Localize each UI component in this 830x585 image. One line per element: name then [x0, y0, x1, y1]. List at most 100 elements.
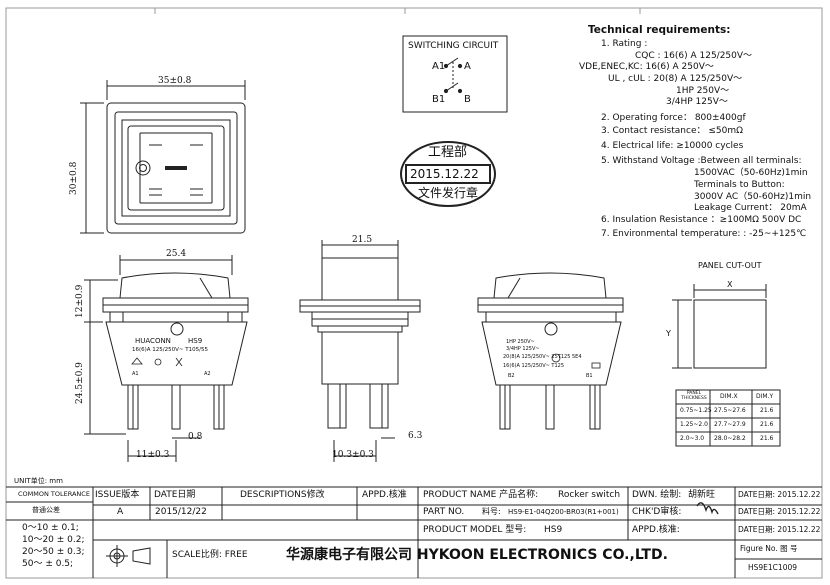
- dim-front-pin: 11±0.3: [136, 450, 170, 460]
- issue-header: ISSUE版本: [95, 490, 140, 500]
- panel-y: Y: [666, 329, 671, 338]
- dim-side-t: 6.3: [408, 431, 423, 441]
- panel-cell: 28.0~28.2: [714, 435, 746, 442]
- stamp-line3: 文件发行章: [418, 186, 479, 200]
- tech-line: 4. Electrical life: ≥10000 cycles: [601, 141, 744, 151]
- side-view: [299, 240, 421, 462]
- part-no-value: HS9-E1-04Q200-BR03(R1+001): [508, 508, 619, 516]
- front-view: [84, 255, 249, 462]
- company-name: 华源康电子有限公司 HYKOON ELECTRONICS CO.,LTD.: [286, 547, 668, 563]
- tech-line: 2. Operating force： 800±400gf: [601, 113, 746, 123]
- dim-front-h2: 24.5±0.9: [75, 362, 85, 404]
- chkd-label: CHK'D审核:: [632, 507, 682, 517]
- sheet-frame: [5, 7, 823, 579]
- dwn-label: DWN. 绘制:: [632, 490, 682, 500]
- appd-header: APPD.核准: [362, 490, 407, 500]
- part-no-cn: 料号:: [482, 507, 501, 516]
- front-brand: HUACONN: [135, 337, 171, 345]
- switching-title: SWITCHING CIRCUIT: [408, 41, 499, 51]
- tol-row: 50～ ± 0.5;: [22, 559, 74, 569]
- back-b2: B2: [508, 373, 515, 379]
- tech-line: 3. Contact resistance： ≤50mΩ: [601, 126, 743, 136]
- signature: [696, 502, 719, 515]
- dwn-value: 胡新旺: [688, 490, 716, 500]
- dim-side-pin: 10.3±0.3: [332, 450, 374, 460]
- stamp-ellipse: [400, 141, 496, 207]
- product-model-value: HS9: [544, 525, 563, 535]
- panel-cell: 21.6: [760, 407, 774, 414]
- dim-top-height: 30±0.8: [69, 161, 79, 195]
- scale-label: SCALE比例: FREE: [172, 550, 248, 560]
- appd2-label: APPD.核准:: [632, 525, 680, 535]
- switching-circuit-box: [402, 35, 508, 113]
- back-b1: B1: [586, 373, 593, 379]
- tech-title: Technical requirements:: [588, 24, 731, 36]
- tech-line: 3/4HP 125V～: [666, 97, 728, 107]
- panel-cell: 21.6: [760, 435, 774, 442]
- unit-label: UNIT单位: mm: [14, 477, 63, 485]
- tech-line: CQC : 16(6) A 125/250V～: [635, 51, 753, 61]
- terminal-b: B: [464, 94, 471, 105]
- tech-line: 6. Insulation Resistance ：≥100MΩ 500V DC: [601, 215, 802, 225]
- stamp-line2: 2015.12.22: [410, 167, 479, 181]
- panel-cutout: [672, 284, 781, 447]
- date-value: 2015/12/22: [155, 507, 207, 517]
- tol-row: 0～10 ± 0.1;: [22, 523, 79, 533]
- figure-no-label: Figure No. 图 号: [740, 544, 798, 553]
- tech-line: VDE,ENEC,KC: 16(6) A 250V～: [579, 62, 714, 72]
- date1: DATE日期: 2015.12.22: [738, 490, 821, 499]
- dim-top-width: 35±0.8: [158, 76, 192, 86]
- back-l2: 3/4HP 125V~: [506, 346, 540, 352]
- dim-side-width: 21.5: [352, 235, 373, 245]
- panel-header: DIM.X: [720, 393, 738, 400]
- panel-header: PANEL THICKNESS: [681, 391, 707, 401]
- tech-line: 5. Withstand Voltage :Between all termin…: [601, 156, 802, 166]
- terminal-b1: B1: [432, 94, 446, 105]
- tech-line: 3000V AC（50-60Hz)1min: [694, 192, 812, 202]
- terminal-a: A: [464, 61, 471, 72]
- panel-cell: 21.6: [760, 421, 774, 428]
- terminal-a1: A1: [432, 61, 446, 72]
- panel-cell: 27.7~27.9: [714, 421, 746, 428]
- product-model-label: PRODUCT MODEL 型号:: [423, 525, 527, 535]
- common-tolerance: COMMON TOLERANCE: [18, 490, 90, 498]
- title-block-grid: [6, 486, 822, 578]
- panel-title: PANEL CUT-OUT: [698, 261, 762, 270]
- panel-cell: 1.25~2.0: [680, 421, 708, 428]
- front-rating: 16(6)A 125/250V~ T105/55: [132, 347, 208, 353]
- back-l3: 20(8)A 125/250V~ 25T125 5E4: [503, 354, 582, 360]
- panel-header: DIM.Y: [756, 393, 774, 400]
- product-name-label: PRODUCT NAME 产品名称:: [423, 490, 539, 500]
- front-a1: A1: [132, 371, 139, 377]
- tol-row: 20～50 ± 0.3;: [22, 547, 85, 557]
- back-view: [477, 272, 624, 430]
- date-header: DATE日期: [154, 490, 196, 500]
- panel-cell: 2.0~3.0: [680, 435, 705, 442]
- panel-cell: 0.75~1.25: [680, 407, 712, 414]
- dim-front-width: 25.4: [166, 249, 187, 259]
- stamp-line1: 工程部: [428, 145, 468, 160]
- tech-line: 1. Rating :: [601, 39, 648, 49]
- dim-front-gap: 0.8: [188, 432, 203, 442]
- part-no-label: PART NO.: [423, 507, 465, 517]
- date3: DATE日期: 2015.12.22: [738, 525, 821, 534]
- date2: DATE日期: 2015.12.22: [738, 507, 821, 516]
- front-model: HS9: [188, 337, 203, 345]
- tech-line: UL , cUL : 20(8) A 125/250V～: [608, 74, 743, 84]
- dim-front-h1: 12±0.9: [75, 284, 85, 318]
- tech-line: 1500VAC（50-60Hz)1min: [694, 168, 808, 178]
- front-a2: A2: [204, 371, 211, 377]
- panel-cell: 27.5~27.6: [714, 407, 746, 414]
- descriptions-header: DESCRIPTIONS修改: [240, 490, 325, 500]
- figure-no-value: HS9E1C1009: [748, 563, 798, 572]
- common-tolerance-cn: 普通公差: [32, 506, 60, 514]
- tech-line: Terminals to Button:: [694, 180, 785, 190]
- tech-line: Leakage Current： 20mA: [694, 203, 807, 213]
- panel-x: X: [727, 280, 733, 289]
- tech-line: 1HP 250V～: [676, 86, 730, 96]
- top-view: [80, 80, 246, 234]
- back-l4: 16(6)A 125/250V~ T125: [503, 363, 565, 369]
- back-l1: 1HP 250V~: [506, 339, 535, 345]
- projection-symbol-icon: [106, 545, 151, 567]
